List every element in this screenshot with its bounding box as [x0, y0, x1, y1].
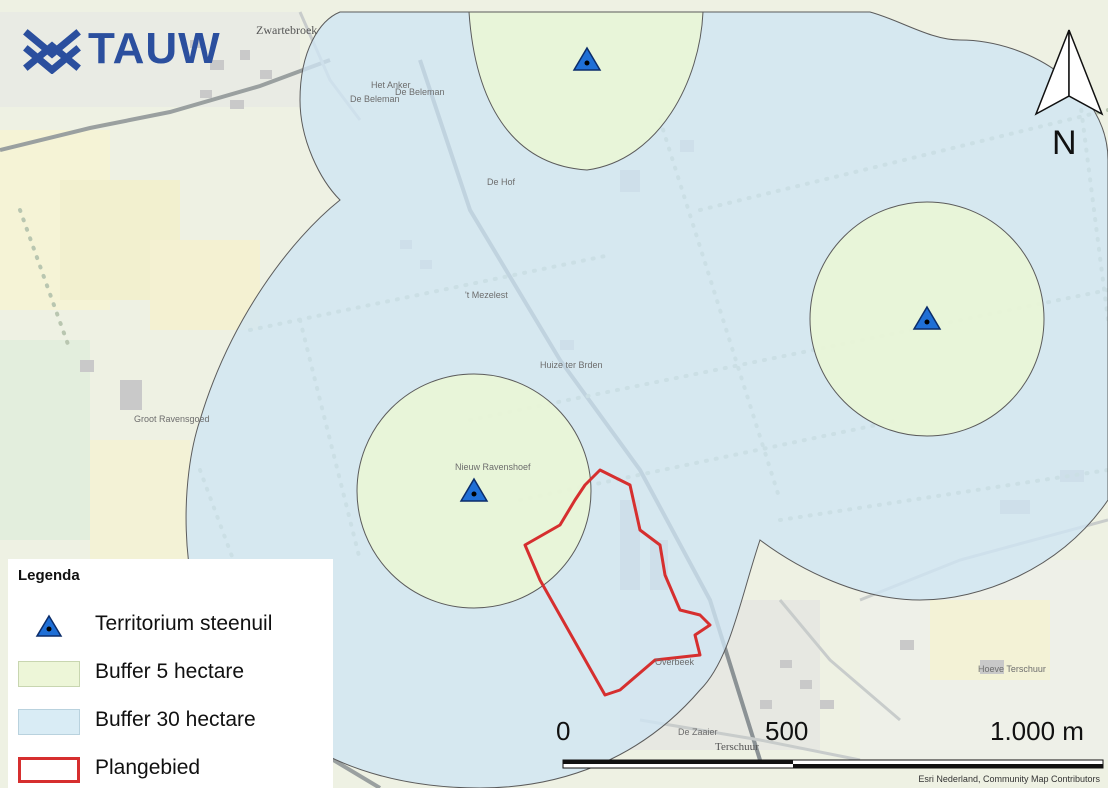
- place-label: Het Anker: [371, 80, 411, 90]
- legend-label: Territorium steenuil: [95, 612, 273, 635]
- place-label: 't Mezelest: [465, 290, 508, 300]
- logo-text: TAUW: [88, 24, 221, 73]
- legend-label: Buffer 30 hectare: [95, 708, 256, 731]
- legend-title: Legenda: [18, 567, 80, 584]
- scale-label-500: 500: [765, 716, 809, 746]
- legend-item-buffer-5: Buffer 5 hectare: [18, 657, 333, 691]
- place-label: De Beleman: [350, 94, 400, 104]
- place-label: Hoeve Terschuur: [978, 664, 1046, 674]
- scale-bar: [562, 759, 1104, 769]
- place-label: De Beleman: [395, 87, 445, 97]
- territorium-markers: [459, 46, 942, 502]
- tauw-logo-icon: [23, 29, 81, 75]
- place-label: De Hof: [487, 177, 516, 187]
- territorium-marker: [459, 477, 489, 502]
- red-outline-swatch: [18, 757, 80, 783]
- buffer-5-circle-north: [468, 11, 704, 171]
- scale-label-1000: 1.000 m: [990, 716, 1084, 746]
- legend-item-territorium: Territorium steenuil: [18, 609, 333, 643]
- territorium-marker: [912, 305, 942, 330]
- legend-item-buffer-30: Buffer 30 hectare: [18, 705, 333, 739]
- blue-fill-swatch: [18, 709, 80, 735]
- legend-item-plangebied: Plangebied: [18, 753, 333, 787]
- place-label: Groot Ravensgoed: [134, 414, 210, 424]
- green-fill-swatch: [18, 661, 80, 687]
- territorium-marker: [572, 46, 602, 71]
- place-labels: Zwartebroek Het Anker De Beleman De Bele…: [134, 23, 1046, 753]
- legend: Legenda Territorium steenuil Buffer 5 he…: [8, 559, 333, 788]
- plangebied-outline: [523, 468, 712, 697]
- scale-label-0: 0: [556, 716, 571, 746]
- north-label: N: [1052, 124, 1077, 162]
- legend-label: Buffer 5 hectare: [95, 660, 245, 683]
- attribution: Esri Nederland, Community Map Contributo…: [918, 774, 1100, 784]
- north-arrow: [1034, 29, 1104, 116]
- place-label: Terschuur: [715, 741, 759, 753]
- triangle-marker-icon: [18, 613, 80, 639]
- place-label: Overbeek: [655, 657, 695, 667]
- place-label: De Zaaier: [678, 727, 718, 737]
- place-label: Nieuw Ravenshoef: [455, 462, 531, 472]
- place-label: Huize ter Brden: [540, 360, 603, 370]
- tauw-logo: TAUW: [22, 22, 262, 75]
- legend-label: Plangebied: [95, 756, 201, 779]
- place-label: Zwartebroek: [256, 23, 317, 37]
